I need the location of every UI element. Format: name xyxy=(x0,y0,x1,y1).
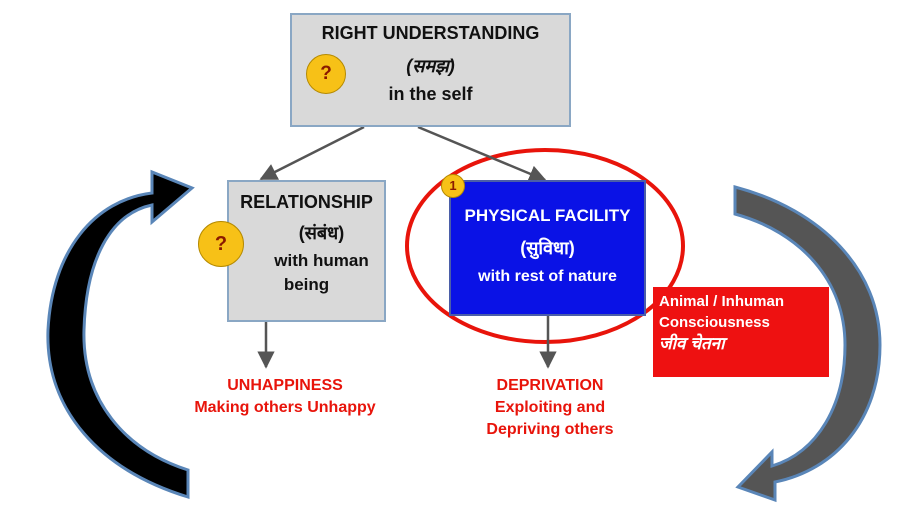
right-understanding-subtitle: in the self xyxy=(388,84,473,104)
relationship-line1: with human xyxy=(274,251,369,270)
arrow-top-to-physical xyxy=(417,125,547,183)
question-badge-top: ? xyxy=(306,54,346,94)
right-understanding-hindi: (समझ) xyxy=(406,56,455,76)
relationship-box: RELATIONSHIP (संबंध) with human being xyxy=(227,180,386,322)
animal-consciousness-callout: Animal / Inhuman Consciousness जीव चेतना xyxy=(653,287,829,377)
physical-facility-hindi: (सुविधा) xyxy=(520,238,575,258)
highlight-ellipse xyxy=(405,148,685,344)
unhappiness-desc: Making others Unhappy xyxy=(194,399,376,416)
relationship-line2: being xyxy=(283,275,330,294)
left-cycle-arrow xyxy=(46,169,195,500)
right-understanding-box: RIGHT UNDERSTANDING (समझ) in the self xyxy=(290,13,571,127)
right-understanding-title: RIGHT UNDERSTANDING xyxy=(321,23,540,43)
relationship-hindi: (संबंध) xyxy=(298,223,345,243)
deprivation-outcome: DEPRIVATION Exploiting and Depriving oth… xyxy=(460,375,640,441)
callout-line2: Consciousness xyxy=(659,314,770,331)
callout-line1: Animal / Inhuman xyxy=(659,293,785,310)
question-badge-relationship: ? xyxy=(198,221,244,267)
physical-facility-box: PHYSICAL FACILITY (सुविधा) with rest of … xyxy=(449,180,646,316)
right-cycle-arrow xyxy=(733,185,882,503)
relationship-title: RELATIONSHIP xyxy=(240,192,373,212)
deprivation-desc-2: Depriving others xyxy=(486,421,614,438)
unhappiness-title: UNHAPPINESS xyxy=(227,377,343,394)
arrow-top-to-relationship xyxy=(259,125,365,181)
physical-facility-subtitle: with rest of nature xyxy=(478,268,617,285)
number-badge-physical: 1 xyxy=(441,174,465,198)
deprivation-title: DEPRIVATION xyxy=(496,377,604,394)
callout-hindi: जीव चेतना xyxy=(659,334,725,353)
unhappiness-outcome: UNHAPPINESS Making others Unhappy xyxy=(185,375,385,419)
deprivation-desc-1: Exploiting and xyxy=(494,399,606,416)
physical-facility-title: PHYSICAL FACILITY xyxy=(464,206,631,225)
